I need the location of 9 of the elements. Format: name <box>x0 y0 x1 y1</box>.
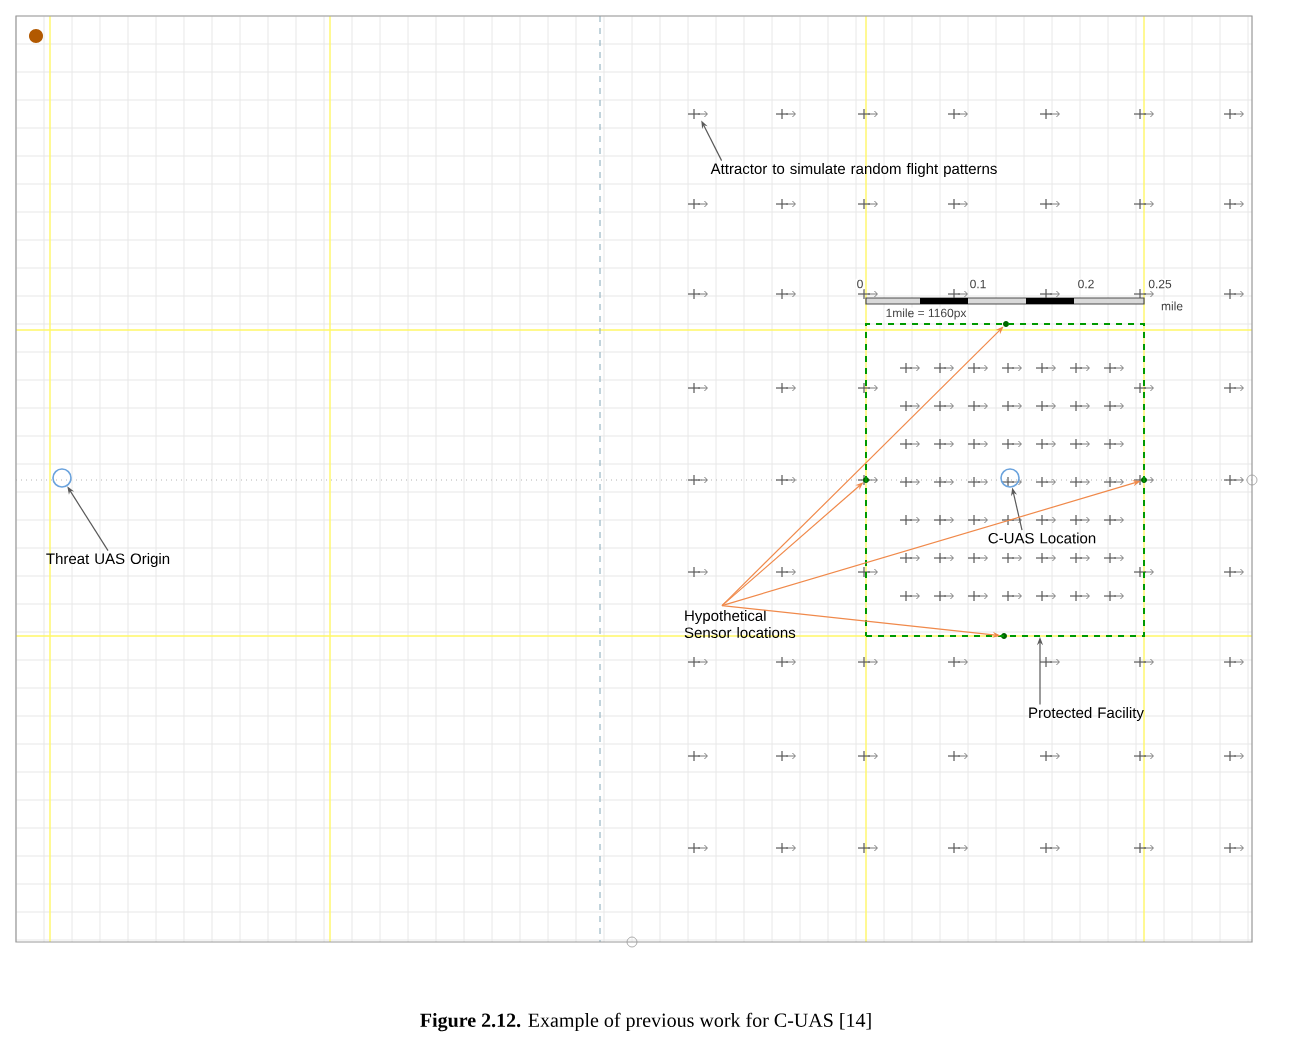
attractor-marker <box>687 108 708 120</box>
figure-caption: Figure 2.12. Example of previous work for C-UAS [14] <box>420 1012 871 1032</box>
sensor-point <box>1003 321 1009 327</box>
location-circle <box>52 468 72 488</box>
facility-boundary <box>865 323 1145 637</box>
location-circle <box>1000 468 1020 488</box>
sensor-point <box>1141 477 1147 483</box>
sensor-point <box>1001 633 1007 639</box>
sensor-point <box>863 477 869 483</box>
